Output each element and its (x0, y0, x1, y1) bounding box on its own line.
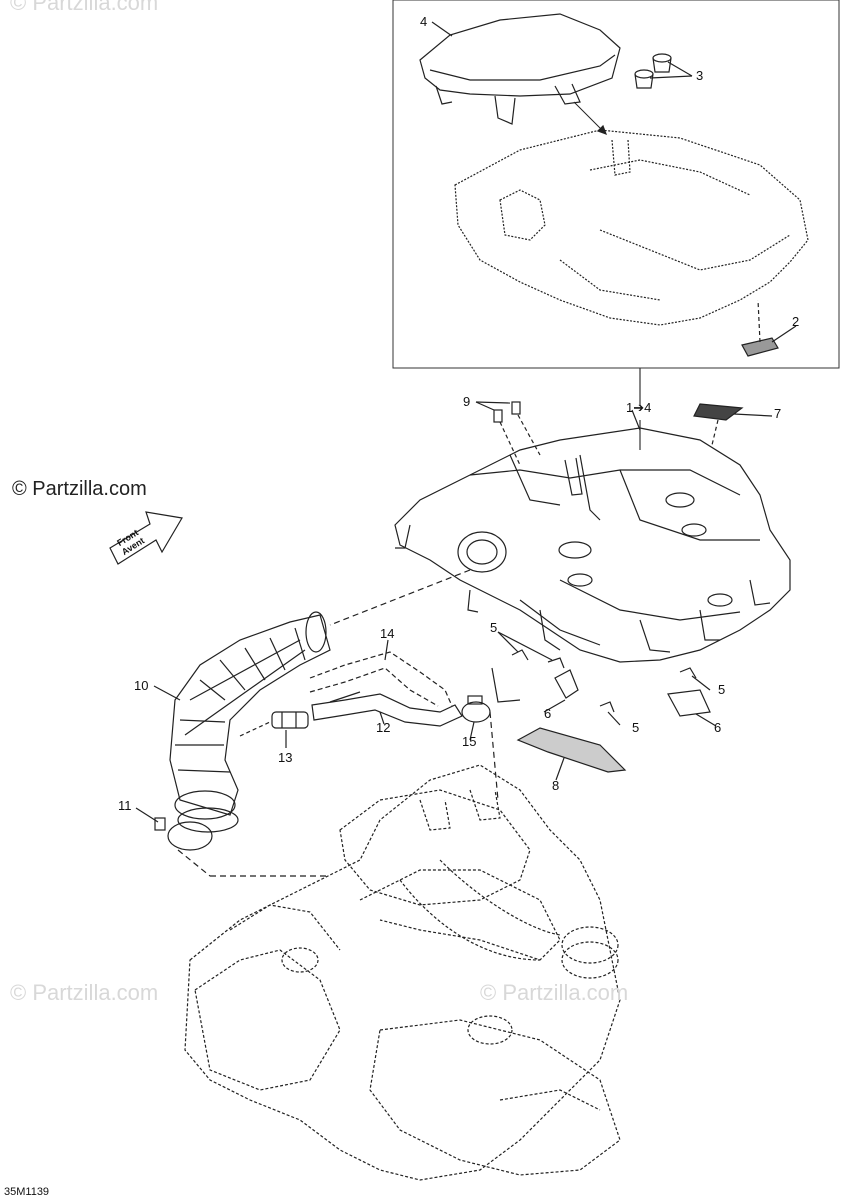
callout-1-4[interactable]: 1➔4 (626, 400, 652, 415)
inset-grommets (634, 53, 672, 89)
inset-cover-part (419, 13, 621, 125)
watermark-faint-top: © Partzilla.com (10, 0, 159, 15)
inset-airbox (454, 129, 809, 326)
callout-7[interactable]: 7 (774, 406, 782, 421)
main-airbox (394, 427, 791, 663)
callout-11[interactable]: 11 (118, 798, 132, 813)
callout-3[interactable]: 3 (696, 68, 704, 83)
bracket-part-6-left (491, 667, 579, 703)
callout-5-c[interactable]: 5 (632, 720, 640, 735)
watermark-faint-right: © Partzilla.com (480, 980, 629, 1005)
clips-part-5 (511, 649, 697, 713)
callout-8[interactable]: 8 (552, 778, 560, 793)
callout-4[interactable]: 4 (420, 14, 428, 29)
clamp-part-11 (154, 817, 213, 851)
callout-9[interactable]: 9 (463, 394, 471, 409)
engine-assembly (184, 764, 621, 1181)
inset-label-part (741, 337, 779, 357)
callout-5-b[interactable]: 5 (718, 682, 726, 697)
callout-6-b[interactable]: 6 (714, 720, 722, 735)
hose-part-14 (309, 651, 453, 707)
callout-2[interactable]: 2 (792, 314, 800, 329)
fitting-part-13 (271, 711, 309, 729)
grommets-part-9 (493, 401, 521, 423)
watermark-main: © Partzilla.com (12, 478, 147, 500)
bracket-part-6-right (667, 689, 711, 717)
shield-part-8 (516, 727, 627, 773)
watermark-faint-left: © Partzilla.com (10, 980, 159, 1005)
clamp-part-15 (461, 695, 491, 723)
front-direction-arrow[interactable] (109, 511, 183, 565)
callout-6-a[interactable]: 6 (544, 706, 552, 721)
callout-15[interactable]: 15 (462, 734, 477, 749)
callout-13[interactable]: 13 (278, 750, 293, 765)
decal-part (693, 403, 744, 421)
callout-14[interactable]: 14 (380, 626, 395, 641)
intake-hose-part-10 (169, 611, 331, 833)
callout-5-a[interactable]: 5 (490, 620, 498, 635)
callout-10[interactable]: 10 (134, 678, 149, 693)
document-number: 35M1139 (4, 1186, 50, 1198)
callout-12[interactable]: 12 (376, 720, 391, 735)
detail-inset-frame (392, 0, 840, 369)
hose-part-12 (311, 691, 463, 727)
